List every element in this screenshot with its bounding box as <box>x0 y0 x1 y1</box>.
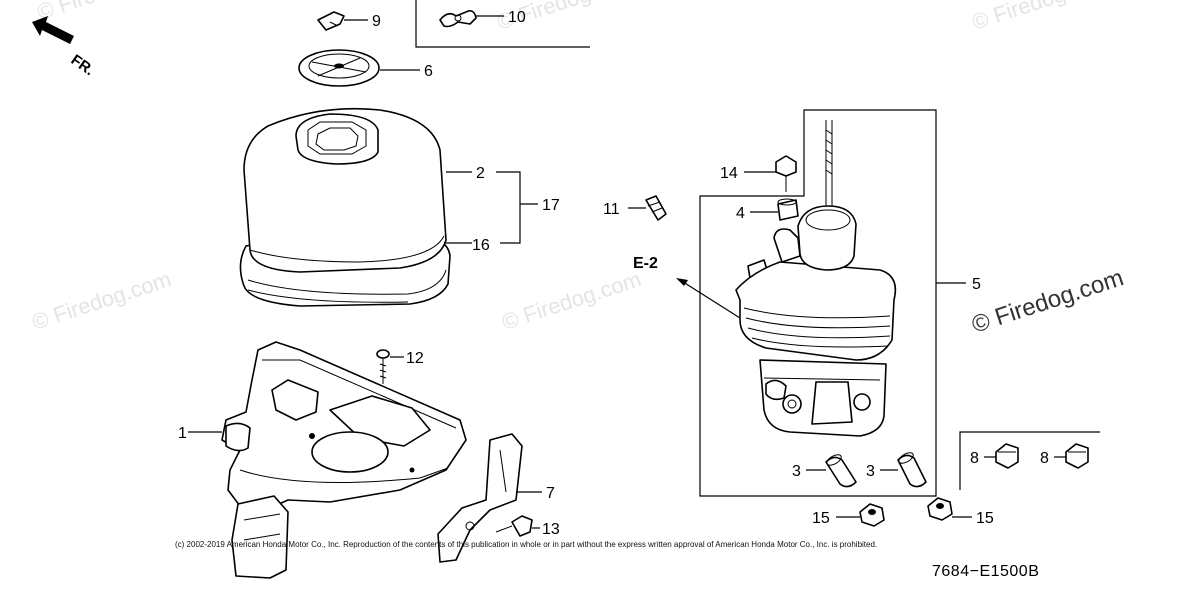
callout-6[interactable]: 6 <box>424 63 433 80</box>
callout-16[interactable]: 16 <box>472 237 490 254</box>
part-14-flange-bolt[interactable] <box>775 155 797 192</box>
callout-8a[interactable]: 8 <box>970 450 979 467</box>
callout-8b[interactable]: 8 <box>1040 450 1049 467</box>
callout-7[interactable]: 7 <box>546 485 555 502</box>
part-9-wing-bolt[interactable] <box>317 11 345 31</box>
part-11-bolt[interactable] <box>645 195 667 221</box>
callout-15a[interactable]: 15 <box>812 510 830 527</box>
callout-17[interactable]: 17 <box>542 197 560 214</box>
reference-e2[interactable]: E-2 <box>633 255 658 272</box>
front-arrow-icon <box>32 16 74 44</box>
watermark: © Firedog.com <box>34 0 179 25</box>
part-8-cap-nut-left[interactable] <box>995 443 1019 469</box>
callout-15b[interactable]: 15 <box>976 510 994 527</box>
callout-3b[interactable]: 3 <box>866 463 875 480</box>
watermark: © Firedog.com <box>499 266 644 334</box>
part-5-intake-elbow[interactable] <box>735 120 897 437</box>
front-label: FR. <box>68 51 98 79</box>
part-2-air-cleaner-cover[interactable] <box>239 107 451 307</box>
watermark-strong: © Firedog.com <box>969 264 1127 338</box>
part-8-cap-nut-right[interactable] <box>1065 443 1089 469</box>
part-7-bracket[interactable] <box>437 433 523 563</box>
part-12-screw[interactable] <box>376 349 390 384</box>
callout-11[interactable]: 11 <box>603 201 620 218</box>
part-13-bolt[interactable] <box>495 515 533 537</box>
part-1-air-cleaner-base[interactable] <box>221 341 467 579</box>
part-6-seal-disc[interactable] <box>298 49 380 87</box>
part-3-collar-right[interactable] <box>897 451 927 488</box>
callout-9[interactable]: 9 <box>372 13 381 30</box>
callout-5[interactable]: 5 <box>972 276 981 293</box>
callout-14[interactable]: 14 <box>720 165 738 182</box>
part-15-flange-nut-left[interactable] <box>859 503 885 527</box>
diagram-code: 7684−E1500B <box>932 563 1039 580</box>
reference-arrow-icon <box>676 278 688 286</box>
callout-1[interactable]: 1 <box>178 425 187 442</box>
watermark: © Firedog.com <box>969 0 1114 35</box>
part-8-group-frame <box>959 431 1100 490</box>
callout-10[interactable]: 10 <box>508 9 526 26</box>
callout-3a[interactable]: 3 <box>792 463 801 480</box>
watermark: © Firedog.com <box>29 266 174 334</box>
callout-2[interactable]: 2 <box>476 165 485 182</box>
part-3-collar-left[interactable] <box>825 453 857 488</box>
part-15-flange-nut-right[interactable] <box>927 497 953 521</box>
part-4-collar[interactable] <box>777 198 799 221</box>
copyright-notice: (c) 2002-2019 American Honda Motor Co., … <box>175 540 877 549</box>
watermark-layer: © Firedog.com © Firedog.com © Firedog.co… <box>29 0 1127 339</box>
callout-4[interactable]: 4 <box>736 205 745 222</box>
callout-12[interactable]: 12 <box>406 350 424 367</box>
part-10-wing-nut[interactable] <box>439 10 477 28</box>
callout-13[interactable]: 13 <box>542 521 560 538</box>
front-direction-indicator: FR. <box>32 16 97 79</box>
part-5-group-frame <box>699 109 937 497</box>
